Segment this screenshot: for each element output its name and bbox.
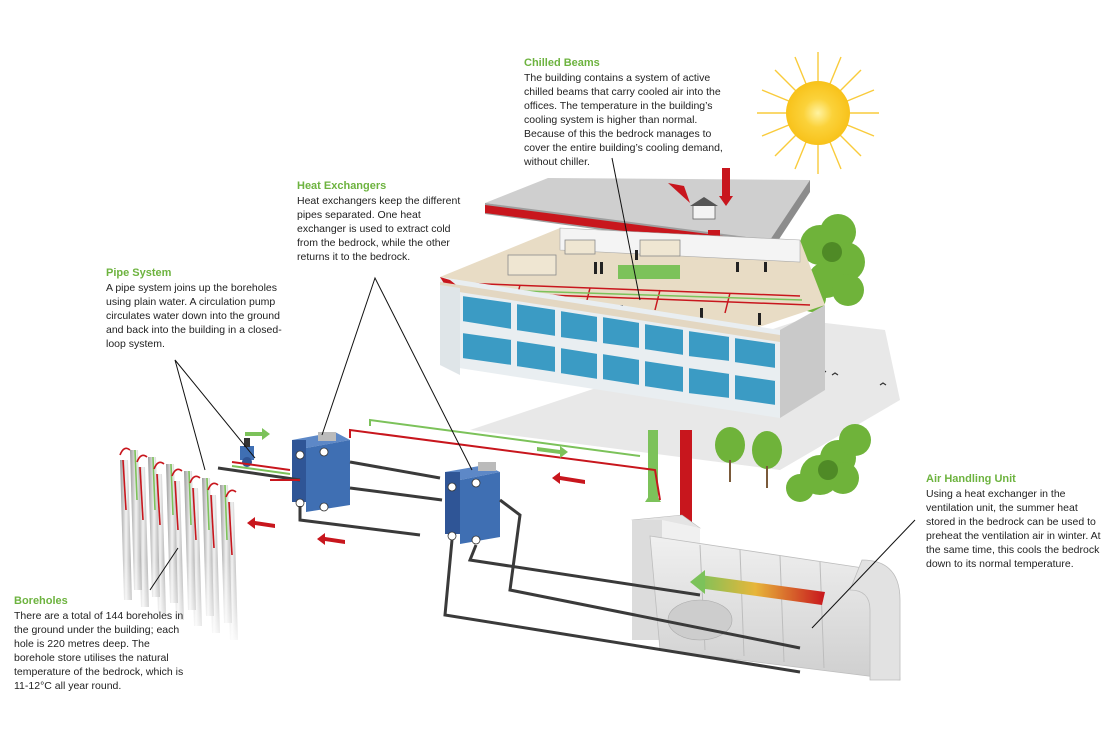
callout-text: The building contains a system of active… bbox=[524, 72, 723, 168]
callout-title: Heat Exchangers bbox=[297, 180, 387, 192]
callout-chilled-beams: Chilled Beams The building contains a sy… bbox=[524, 56, 736, 169]
building-facade bbox=[440, 277, 825, 418]
callout-title: Chilled Beams bbox=[524, 57, 600, 69]
callout-air-handling-unit: Air Handling Unit Using a heat exchanger… bbox=[926, 472, 1104, 571]
callout-text: Using a heat exchanger in the ventilatio… bbox=[926, 488, 1101, 570]
leader-lines bbox=[149, 157, 916, 629]
callout-title: Air Handling Unit bbox=[926, 473, 1016, 485]
heat-exchanger-1 bbox=[292, 432, 350, 512]
pipe-network bbox=[217, 418, 801, 674]
callout-text: There are a total of 144 boreholes in th… bbox=[14, 610, 184, 692]
building-risers bbox=[645, 430, 692, 522]
flow-arrows bbox=[245, 168, 733, 545]
sun-icon bbox=[757, 52, 879, 174]
callout-text: Heat exchangers keep the different pipes… bbox=[297, 195, 461, 263]
callout-heat-exchangers: Heat Exchangers Heat exchangers keep the… bbox=[297, 179, 465, 264]
callout-boreholes: Boreholes There are a total of 144 boreh… bbox=[14, 594, 186, 693]
circulation-pump-icon bbox=[240, 438, 254, 467]
air-handling-unit bbox=[631, 514, 901, 681]
boreholes bbox=[110, 447, 250, 650]
callout-title: Pipe System bbox=[106, 267, 172, 279]
callout-text: A pipe system joins up the boreholes usi… bbox=[106, 282, 282, 350]
heat-exchanger-2 bbox=[445, 462, 500, 545]
callout-title: Boreholes bbox=[14, 595, 68, 607]
callout-pipe-system: Pipe System A pipe system joins up the b… bbox=[106, 266, 282, 351]
trees bbox=[715, 214, 871, 502]
